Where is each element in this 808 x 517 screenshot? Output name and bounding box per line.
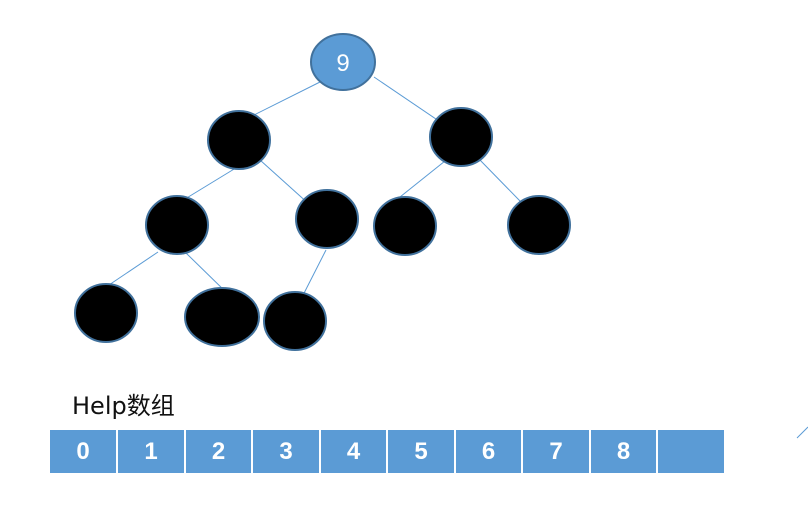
tree-node-hidden: [429, 107, 493, 167]
help-array-cell: 1: [118, 430, 186, 473]
stray-stroke: [796, 426, 808, 439]
help-array-label: Help数组: [72, 392, 175, 420]
help-array-cell: 2: [186, 430, 253, 473]
help-array-cell: [658, 430, 724, 473]
help-array-cell: 6: [456, 430, 523, 473]
tree-node-root: 9: [310, 33, 376, 91]
help-array-cell: 3: [253, 430, 321, 473]
tree-node-hidden: [184, 287, 260, 347]
help-array-cell: 5: [388, 430, 456, 473]
help-array: 0 1 2 3 4 5 6 7 8: [50, 430, 724, 473]
help-array-cell: 7: [523, 430, 591, 473]
tree-node-hidden: [74, 283, 138, 343]
tree-node-hidden: [295, 189, 359, 249]
tree-node-hidden: [263, 291, 327, 351]
help-array-cell: 4: [321, 430, 388, 473]
help-array-cell: 0: [50, 430, 118, 473]
root-node-label: 9: [336, 50, 349, 77]
hidden-nodes: [74, 107, 571, 351]
tree-node-hidden: [373, 196, 437, 256]
tree-node-hidden: [507, 195, 571, 255]
tree-node-hidden: [207, 110, 271, 170]
tree-edge: [259, 159, 311, 206]
tree-edge: [477, 157, 521, 202]
tree-node-hidden: [145, 195, 209, 255]
help-array-cell: 8: [591, 430, 658, 473]
node-ellipse: [310, 33, 376, 91]
